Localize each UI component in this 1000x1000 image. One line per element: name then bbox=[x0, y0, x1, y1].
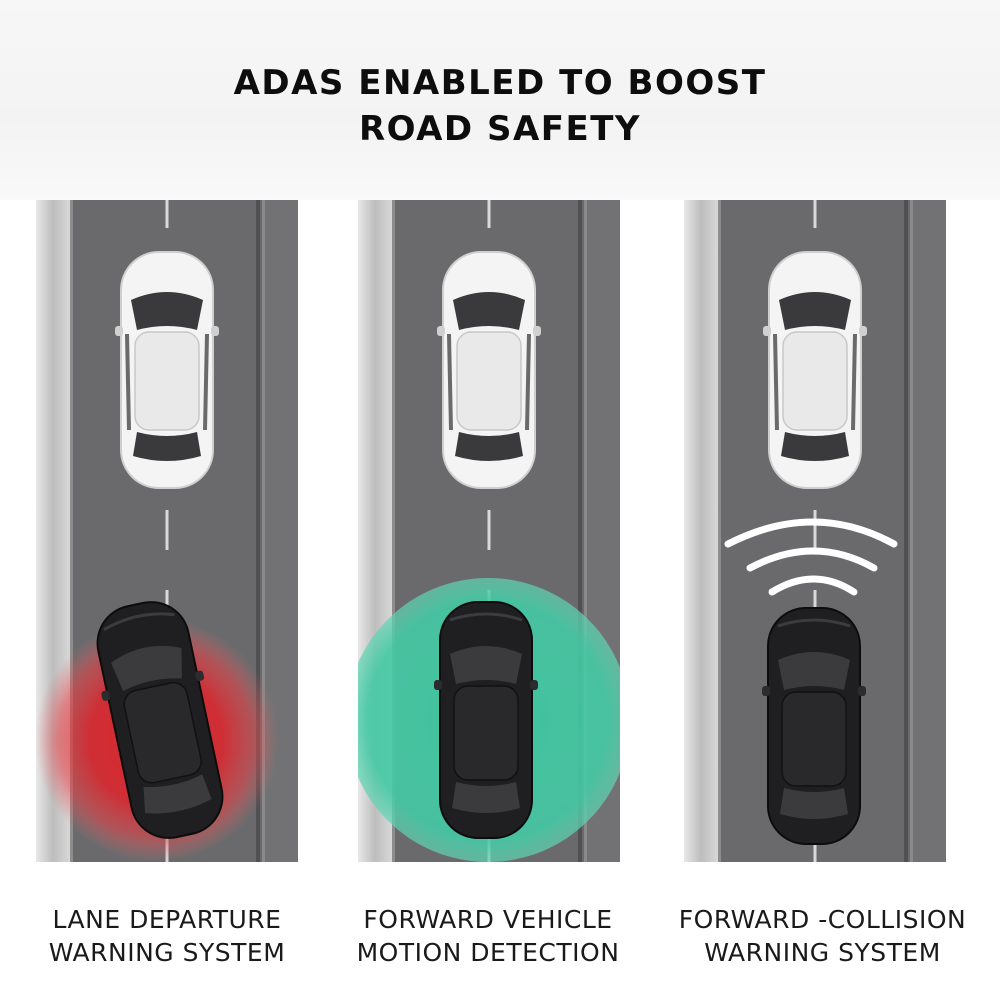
caption-line-1: FORWARD -COLLISION bbox=[678, 905, 967, 934]
motion-detection-illustration bbox=[358, 200, 620, 862]
caption-line-1: LANE DEPARTURE bbox=[52, 905, 282, 934]
black-car bbox=[760, 606, 868, 846]
caption-line-2: WARNING SYSTEM bbox=[48, 938, 286, 967]
header-band bbox=[0, 0, 1000, 200]
title-line-1: ADAS ENABLED TO BOOST bbox=[233, 63, 767, 103]
caption-line-2: WARNING SYSTEM bbox=[704, 938, 941, 967]
lane-departure-panel bbox=[36, 200, 298, 862]
caption-lane-departure: LANE DEPARTURE WARNING SYSTEM bbox=[2, 903, 332, 969]
caption-line-2: MOTION DETECTION bbox=[356, 938, 620, 967]
page-title: ADAS ENABLED TO BOOST ROAD SAFETY bbox=[0, 60, 1000, 152]
white-car bbox=[113, 250, 221, 490]
caption-collision-warning: FORWARD -COLLISION WARNING SYSTEM bbox=[650, 903, 995, 969]
title-line-2: ROAD SAFETY bbox=[358, 109, 642, 149]
collision-warning-waves bbox=[724, 518, 898, 596]
black-car bbox=[432, 600, 540, 840]
caption-motion-detection: FORWARD VEHICLE MOTION DETECTION bbox=[323, 903, 653, 969]
collision-warning-illustration bbox=[684, 200, 946, 862]
collision-warning-panel bbox=[684, 200, 946, 862]
motion-detection-panel bbox=[358, 200, 620, 862]
white-car bbox=[761, 250, 869, 490]
white-car bbox=[435, 250, 543, 490]
caption-line-1: FORWARD VEHICLE bbox=[363, 905, 613, 934]
lane-departure-illustration bbox=[36, 200, 298, 862]
